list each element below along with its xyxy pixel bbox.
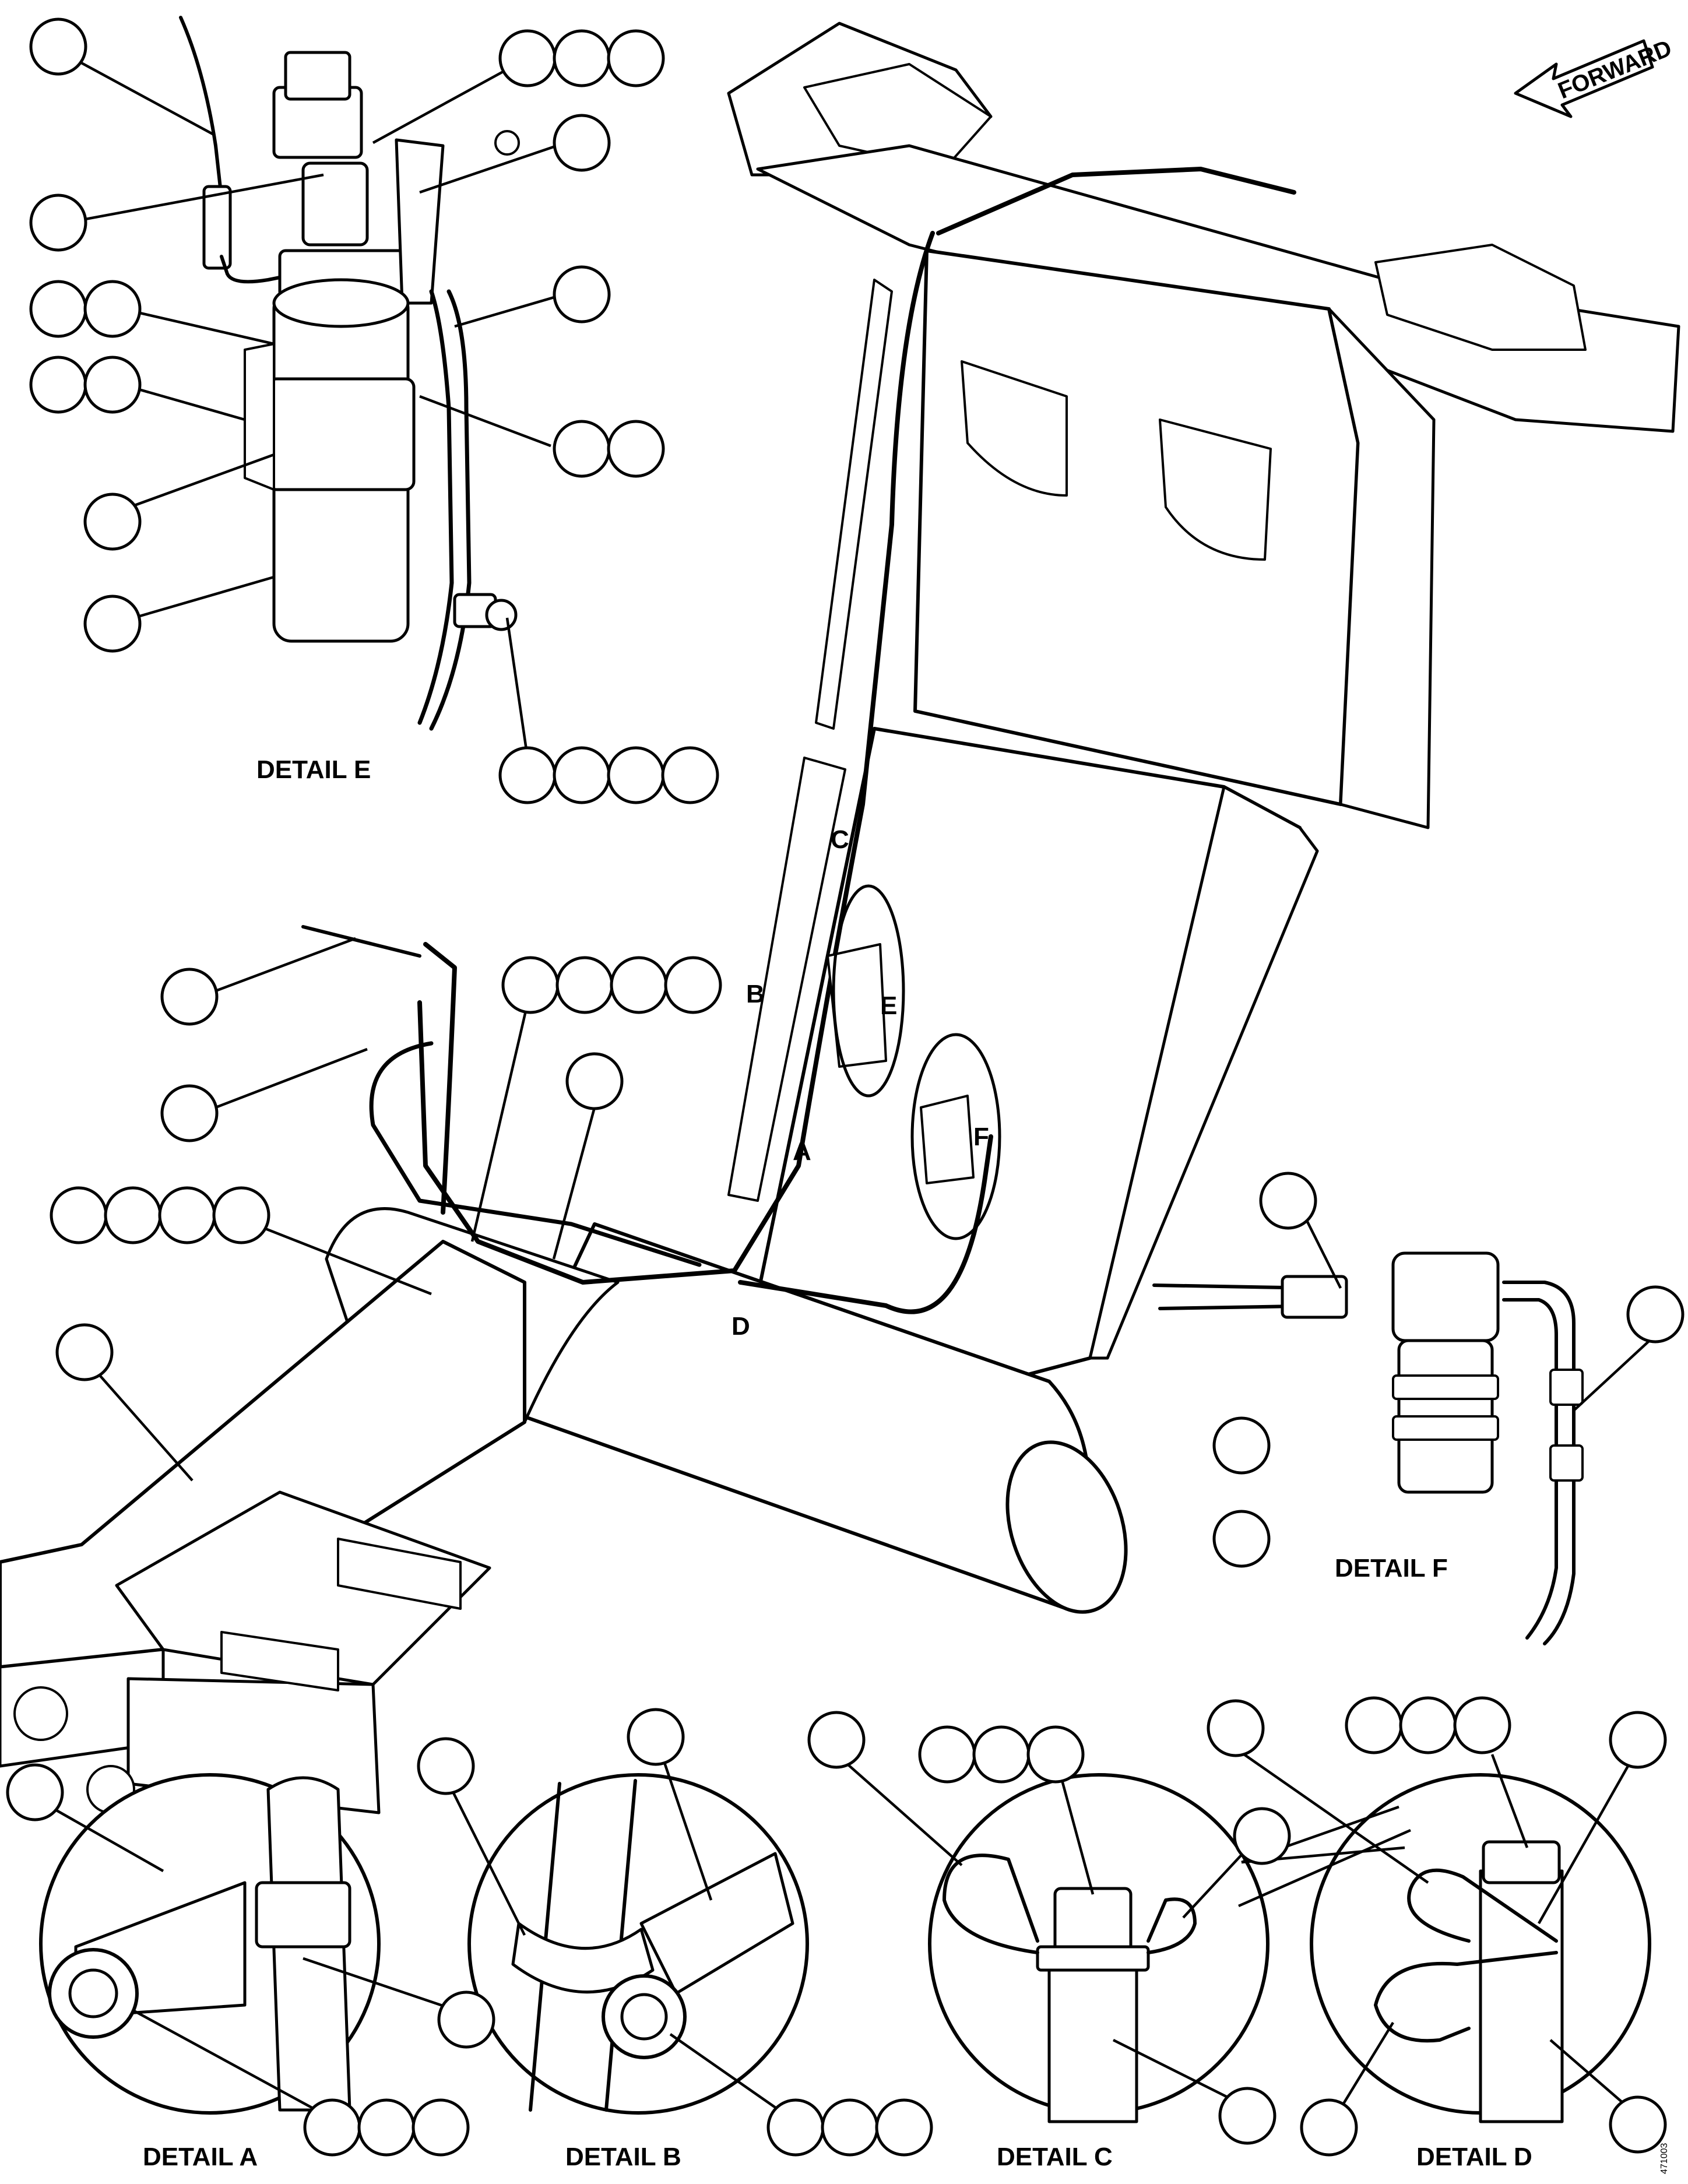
detail-e-drawing [179,16,520,731]
ref-letter-e: E [880,991,897,1020]
detail-c-drawing [928,1773,1269,2123]
callout-bubble [1453,1696,1511,1754]
callout-bubble [1212,1416,1271,1475]
detail-b-drawing [467,1773,809,2115]
callout-bubble [553,114,611,172]
callout-bubble [498,29,557,87]
detail-b-label: DETAIL B [565,2143,681,2171]
callout-bubble [553,265,611,323]
callout-bubble [1345,1696,1403,1754]
callout-bubble [553,420,611,478]
callout-bubble [83,595,142,653]
callout-bubble [357,2098,416,2157]
callout-bubble [627,1708,685,1766]
forward-arrow: FORWARD [1514,35,1675,118]
ref-letter-b: B [746,980,765,1008]
callout-bubble [412,2098,470,2157]
callout-bubble [104,1186,162,1244]
callout-bubble [160,1084,219,1142]
detail-a-label: DETAIL A [143,2143,258,2171]
detail-f-label: DETAIL F [1335,1554,1448,1582]
callout-bubble [1218,2087,1276,2145]
callout-bubble [1233,1807,1291,1865]
callout-bubble [212,1186,270,1244]
main-assembly [0,22,1680,1814]
callout-bubble [553,746,611,804]
callout-bubble [29,356,87,414]
callout-bubble [437,1990,495,2049]
callout-bubble [607,746,665,804]
callout-bubble [83,493,142,551]
detail-a-drawing [39,1773,381,2115]
reference-letters: A B C D E F [732,825,989,1341]
callout-bubble [29,194,87,252]
callout-bubble [83,356,142,414]
detail-d-drawing [1310,1773,1651,2123]
ref-letter-f: F [973,1123,989,1151]
callout-bubble [50,1186,108,1244]
callout-bubble [158,1186,216,1244]
callout-bubble [972,1725,1031,1784]
callout-bubble [607,420,665,478]
callout-bubble [1259,1172,1317,1230]
callout-bubble [555,956,614,1014]
callout-bubble [661,746,719,804]
callout-bubble [417,1737,475,1795]
callout-bubble [807,1711,866,1769]
callout-bubble [607,29,665,87]
callout-bubble [501,956,560,1014]
detail-f-drawing [1152,1251,1584,1645]
callout-bubble [1609,1711,1667,1769]
detail-c-label: DETAIL C [997,2143,1113,2171]
callout-bubble [1399,1696,1457,1754]
callout-bubble [1609,2095,1667,2154]
callout-bubble [6,1763,64,1821]
callout-bubble [565,1052,624,1110]
callout-bubble [610,956,668,1014]
callout-bubble [553,29,611,87]
callout-bubble [83,280,142,338]
figure-number: 471003 [1659,2143,1669,2174]
callout-bubble [498,746,557,804]
callout-bubble [1207,1699,1265,1757]
ref-letter-c: C [831,825,849,854]
ref-letter-a: A [793,1137,811,1166]
callout-bubble [29,17,87,76]
callout-bubble [1300,2098,1358,2157]
callout-bubble [55,1323,114,1381]
callout-bubble [1626,1285,1685,1344]
callout-bubble [1026,1725,1085,1784]
ref-letter-d: D [732,1312,750,1341]
detail-e-label: DETAIL E [256,755,371,784]
callout-bubble [821,2098,879,2157]
callout-bubble [29,280,87,338]
callout-bubble [1212,1510,1271,1568]
callout-bubbles [6,17,1685,2157]
callout-bubble [918,1725,976,1784]
detail-d-label: DETAIL D [1416,2143,1532,2171]
callout-bubble [303,2098,361,2157]
callout-bubble [875,2098,933,2157]
callout-bubble [664,956,722,1014]
callout-bubble [766,2098,825,2157]
callout-bubble [160,968,219,1026]
